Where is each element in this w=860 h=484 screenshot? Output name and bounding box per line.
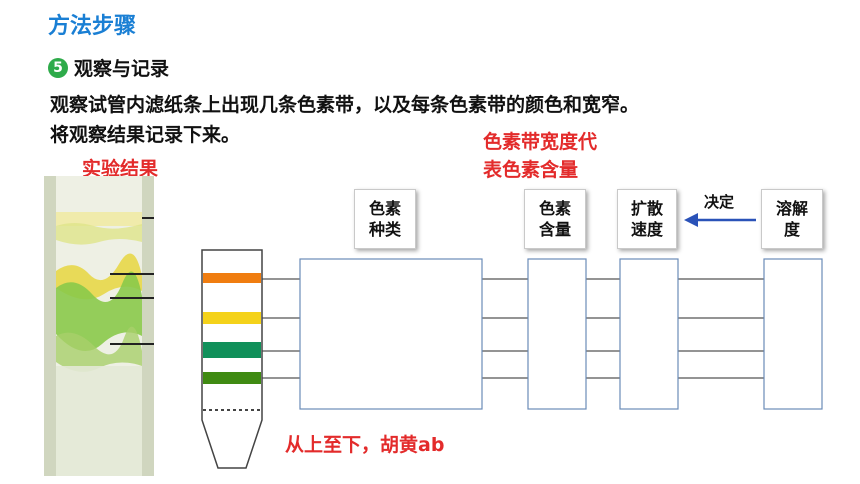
record-box-content [527,258,587,410]
label-pigment-types-line-1: 色素 [368,199,401,218]
band-order-note: 从上至下，胡黄ab [285,434,445,456]
band-yellow [203,312,261,324]
step-heading: 5 观察与记录 [48,54,169,81]
instruction-line-1: 观察试管内滤纸条上出现几条色素带，以及每条色素带的颜色和宽窄。 [50,94,640,116]
step-label: 观察与记录 [74,58,170,80]
label-diffusion-speed-line-1: 扩散 [630,199,663,218]
label-diffusion-speed: 扩散速度 [617,189,677,249]
step-number-badge: 5 [48,57,68,78]
band-width-note: 色素带宽度代 表色素含量 [483,128,597,184]
band-width-note-line-1: 色素带宽度代 [483,131,598,153]
decide-label: 决定 [704,193,735,211]
page-title: 方法步骤 [48,14,137,39]
label-pigment-content: 色素含量 [524,189,586,249]
label-pigment-types: 色素种类 [354,189,416,249]
label-pigment-types-line-2: 种类 [368,220,401,239]
label-solubility-line-2: 度 [783,220,800,239]
test-tube-outline [201,249,263,469]
instruction-line-2: 将观察结果记录下来。 [50,124,241,146]
connector-lines [262,278,764,379]
chromatography-photo [44,176,154,476]
band-dark-green [203,372,261,384]
band-orange [203,273,261,283]
record-box-types [299,258,483,410]
arrow-left-icon [684,213,698,227]
record-box-solubility [763,258,823,410]
band-teal-green [203,342,261,358]
label-solubility: 溶解度 [761,189,823,249]
label-solubility-line-1: 溶解 [775,199,808,218]
band-width-note-line-2: 表色素含量 [483,159,579,181]
result-label: 实验结果 [82,158,159,180]
record-box-speed [619,258,679,410]
label-pigment-content-line-2: 含量 [538,220,571,239]
label-pigment-content-line-1: 色素 [538,199,571,218]
label-diffusion-speed-line-2: 速度 [630,220,663,239]
